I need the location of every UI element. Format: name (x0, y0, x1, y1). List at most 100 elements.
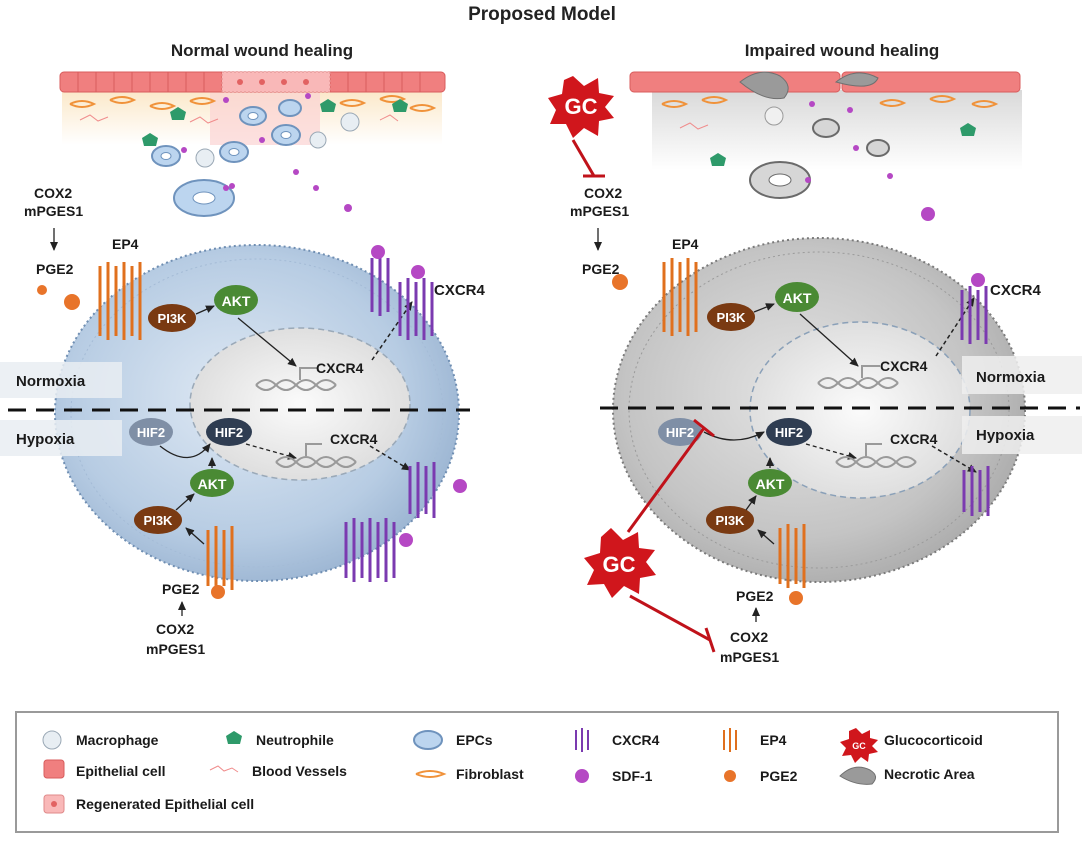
left-pge2-dot (37, 285, 47, 295)
right-top-pge2: PGE2 (582, 261, 620, 277)
left-ep4-receptor (98, 262, 142, 340)
left-sdf1-bound-lower (453, 479, 467, 493)
left-bottom-pge2: PGE2 (162, 581, 200, 597)
left-akt-dna-arrow (237, 317, 297, 367)
right-dna-upper (817, 365, 899, 389)
legend-pge2-icon (724, 770, 736, 782)
legend-gc-icon-text: GC (852, 741, 866, 751)
left-hif2-dna-arrow (245, 443, 297, 460)
legend-epithelial-cell: Epithelial cell (76, 763, 165, 779)
legend-cxcr4-icon (575, 728, 589, 752)
left-top-mpges1: mPGES1 (24, 203, 83, 219)
left-macrophages (195, 112, 360, 168)
right-fibroblasts (661, 95, 999, 108)
right-hif2-activation-arrow (703, 431, 765, 441)
right-sdf1-dots (805, 101, 935, 221)
right-cell (612, 237, 1026, 583)
right-gc-hif2-inhibition-bar (693, 418, 715, 438)
right-heading: Impaired wound healing (745, 41, 940, 60)
right-cxcr4-gene-upper: CXCR4 (880, 358, 928, 374)
legend-sdf1: SDF-1 (612, 768, 653, 784)
left-akt-lower-label: AKT (198, 476, 227, 492)
right-gc-cox2-inhibition-bar (704, 627, 716, 653)
legend-sdf1-icon (575, 769, 589, 783)
left-cxcr4-receptor-lower (408, 462, 436, 518)
right-pge2-bound (612, 274, 628, 290)
right-top-mpges1: mPGES1 (570, 203, 629, 219)
left-pi3k-lower (134, 506, 182, 534)
legend-fibroblast: Fibroblast (456, 766, 524, 782)
left-tissue (59, 71, 446, 217)
left-cxcr4-receptor-upper (398, 278, 434, 340)
left-sdf1-bound-top (371, 245, 385, 259)
right-necrotic-area-2 (834, 72, 879, 87)
right-akt-lower-label: AKT (756, 476, 785, 492)
left-cxcr4-gene-upper: CXCR4 (316, 360, 364, 376)
left-pge2-bound (64, 294, 80, 310)
left-top-cox2: COX2 (34, 185, 72, 201)
left-pi3k-upper-label: PI3K (158, 311, 188, 326)
right-hif2-inactive (658, 418, 702, 446)
left-sdf1-bound-bottom (399, 533, 413, 547)
right-epc-1 (812, 118, 840, 138)
legend: Macrophage Neutrophile EPCs CXCR4 EP4 GC… (15, 711, 1059, 833)
left-akt-upper-label: AKT (222, 293, 251, 309)
legend-epcs: EPCs (456, 732, 493, 748)
left-hif2-active (206, 418, 252, 446)
right-hif2-inactive-label: HIF2 (666, 425, 694, 440)
legend-epithelial-icon (43, 759, 65, 779)
right-cxcr4-receptor-upper (960, 286, 988, 344)
left-sdf1-dots (181, 93, 352, 212)
left-epithelial-layer (59, 71, 446, 93)
left-hypoxia-label: Hypoxia (16, 431, 75, 448)
right-blood-vessels (679, 122, 709, 130)
right-ep4-receptor-lower (778, 524, 806, 588)
right-akt-upper (775, 282, 819, 312)
right-gc-bottom: GC (584, 528, 656, 598)
right-gc-hif2-inhibition (626, 427, 706, 533)
left-pi3k-akt-arrow (195, 305, 215, 315)
left-pi3k-lower-label: PI3K (144, 513, 174, 528)
legend-regenerated: Regenerated Epithelial cell (76, 796, 254, 812)
left-pge2-bound-lower (211, 585, 225, 599)
left-bottom-mpges1: mPGES1 (146, 641, 205, 657)
right-pi3k-akt-arrow-lower (745, 495, 757, 511)
left-cxcr4-label: CXCR4 (434, 282, 486, 299)
left-normoxia-label: Normoxia (16, 373, 86, 390)
right-cxcr4-gene-lower: CXCR4 (890, 431, 938, 447)
legend-epcs-icon (413, 730, 443, 750)
right-pi3k-upper-label: PI3K (717, 310, 747, 325)
right-necrotic-area-1 (739, 71, 789, 100)
legend-cxcr4: CXCR4 (612, 732, 660, 748)
right-cxcr4-translocation-upper (935, 297, 975, 357)
right-neutrophil-1 (710, 153, 726, 166)
left-normoxia-band (0, 362, 122, 398)
right-bottom-mpges1: mPGES1 (720, 649, 779, 665)
right-akt-upper-label: AKT (783, 290, 812, 306)
left-ep4-label: EP4 (112, 236, 139, 252)
right-gc-top: GC (548, 76, 614, 138)
right-bottom-pge2: PGE2 (736, 588, 774, 604)
left-hif2-activation-arrow (159, 443, 211, 459)
left-dna-lower (275, 443, 357, 468)
right-akt-dna-arrow (799, 313, 859, 367)
right-gc-top-inhibition (571, 139, 596, 177)
right-dna-lower (835, 443, 917, 468)
right-sdf1-bound-upper (971, 273, 985, 287)
right-hif2-active-label: HIF2 (775, 425, 803, 440)
left-cxcr4-translocation-lower (369, 445, 411, 471)
left-cxcr4-receptor-bottom (344, 518, 396, 582)
left-ep4-pi3k-arrow-lower (185, 527, 205, 545)
right-ep4-pi3k-arrow-lower (757, 529, 775, 545)
left-hypoxia-band (0, 420, 122, 456)
right-pi3k-upper (707, 303, 755, 331)
right-pge2-bound-lower (789, 591, 803, 605)
left-fibroblasts (69, 95, 437, 112)
left-hif2-inactive-label: HIF2 (137, 425, 165, 440)
right-hypoxia-label: Hypoxia (976, 427, 1035, 444)
legend-ep4-icon (723, 728, 737, 752)
legend-regenerated-icon-dot (51, 801, 57, 807)
left-cell (54, 244, 460, 582)
right-ep4-receptor (662, 258, 698, 336)
right-macrophage (764, 106, 784, 126)
